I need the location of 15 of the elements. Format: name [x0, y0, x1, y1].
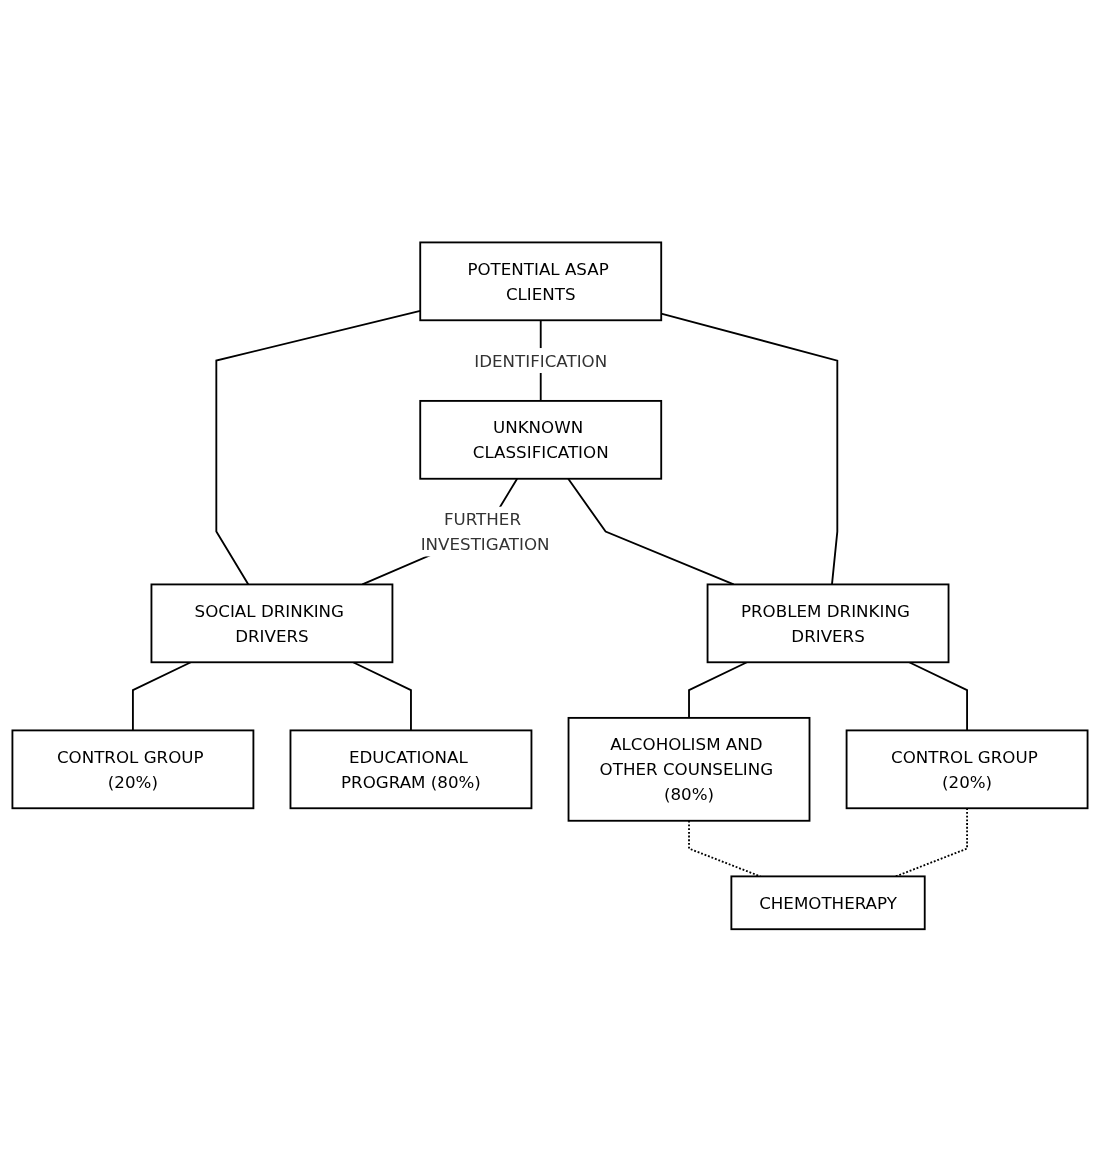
node-box: CONTROL GROUP (20%) — [11, 729, 255, 809]
connector — [908, 661, 968, 731]
node-box: CHEMOTHERAPY — [730, 875, 926, 930]
node-box: SOCIAL DRINKING DRIVERS — [150, 583, 394, 663]
edge-label: FURTHER INVESTIGATION — [420, 509, 550, 554]
connector — [132, 661, 192, 731]
connector — [688, 661, 748, 719]
node-box: PROBLEM DRINKING DRIVERS — [706, 583, 950, 663]
node-box: EDUCATIONAL PROGRAM (80%) — [289, 729, 533, 809]
node-box: CONTROL GROUP (20%) — [845, 729, 1089, 809]
node-box: UNKNOWN CLASSIFICATION — [419, 399, 663, 480]
node-box: ALCOHOLISM AND OTHER COUNSELING (80%) — [567, 716, 811, 822]
connector — [352, 661, 412, 731]
edge-label: IDENTIFICATION — [474, 350, 608, 371]
node-box: POTENTIAL ASAP CLIENTS — [419, 241, 663, 321]
